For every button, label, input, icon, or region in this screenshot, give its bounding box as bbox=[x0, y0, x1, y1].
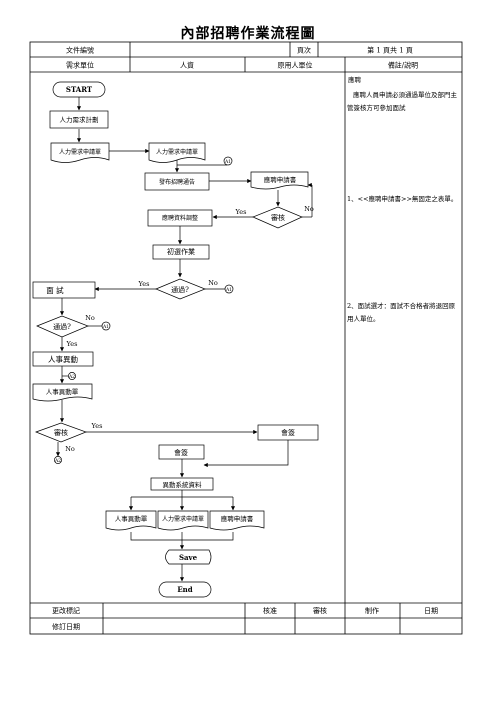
countersign-1-label: 會簽 bbox=[281, 428, 295, 437]
passed-1-label: 通過? bbox=[171, 285, 189, 294]
passed-2-no: No bbox=[85, 314, 95, 322]
interview-node bbox=[32, 281, 96, 299]
review-2-no: No bbox=[65, 445, 75, 453]
adjust-node bbox=[147, 209, 213, 227]
form-header: 文件編號 頁次 第 1 頁共 1 頁 需求單位 人資 原用人單位 備註/說明 bbox=[66, 46, 418, 70]
connector-a1-right-label: A1 bbox=[225, 287, 232, 293]
form-grid bbox=[29, 41, 463, 635]
doc-no-label: 文件編號 bbox=[66, 46, 94, 55]
review-1-yes: Yes bbox=[235, 208, 247, 216]
req-form-2-node bbox=[148, 142, 206, 163]
flow-connectors bbox=[55, 97, 313, 582]
publish-label: 發布招聘通告 bbox=[159, 178, 195, 186]
transfer-form-label: 人事異動單 bbox=[46, 387, 79, 396]
transfer-node bbox=[32, 351, 94, 367]
req-form-1-node bbox=[50, 142, 110, 163]
update-node bbox=[150, 477, 214, 491]
note-4: 2、面試選才：面試不合格者將退回原用人單位。 bbox=[347, 302, 456, 323]
application-label: 應聘申請書 bbox=[264, 175, 297, 184]
save-label: Save bbox=[179, 553, 198, 562]
out-transfer-node bbox=[105, 510, 157, 531]
revise-label: 修訂日期 bbox=[52, 622, 80, 631]
passed-1-no: No bbox=[208, 279, 218, 287]
out-req-node bbox=[157, 510, 209, 531]
interview-label: 面 試 bbox=[46, 285, 64, 295]
note-1: 應聘 bbox=[348, 75, 362, 84]
connector-a2-bottom-label: A2 bbox=[54, 458, 61, 464]
publish-node bbox=[144, 172, 210, 191]
review-1-no: No bbox=[304, 205, 314, 213]
column-hr: 人資 bbox=[180, 61, 194, 70]
passed-1-decision bbox=[155, 278, 206, 300]
screening-label: 初選作業 bbox=[167, 247, 195, 256]
page-label: 頁次 bbox=[297, 46, 311, 55]
flow-shapes bbox=[32, 81, 319, 598]
passed-2-label: 通過? bbox=[53, 322, 71, 331]
plan-label: 人力需求計劃 bbox=[60, 115, 99, 124]
change-label: 更改標記 bbox=[52, 606, 80, 615]
review-2-label: 審核 bbox=[54, 428, 68, 437]
req-form-2-label: 人力需求申請單 bbox=[156, 148, 198, 156]
connector-a1-right bbox=[224, 284, 234, 294]
passed-2-yes: Yes bbox=[66, 340, 78, 348]
connector-a2-mid bbox=[68, 372, 76, 380]
connector-a1-left-label: A1 bbox=[102, 324, 109, 330]
transfer-form-node bbox=[32, 383, 93, 402]
passed-2-decision bbox=[36, 315, 89, 338]
approve-label: 核准 bbox=[263, 606, 277, 615]
screening-node bbox=[152, 244, 210, 260]
connector-a1-left bbox=[101, 321, 111, 331]
transfer-label: 人事異動 bbox=[48, 354, 78, 364]
save-store bbox=[165, 549, 212, 565]
req-form-1-label: 人力需求申請單 bbox=[59, 148, 101, 156]
end-terminal bbox=[158, 581, 212, 598]
out-transfer-label: 人事異動單 bbox=[115, 514, 148, 523]
form-footer: 更改標記 修訂日期 核准 審核 制作 日期 bbox=[52, 606, 438, 631]
review-1-label: 審核 bbox=[271, 213, 285, 222]
column-remarks: 備註/說明 bbox=[388, 61, 418, 70]
note-2: 應聘人員申請必須通過單位及部門主管簽核方可參加面試 bbox=[347, 91, 457, 112]
application-node bbox=[250, 171, 309, 190]
out-app-node bbox=[209, 510, 265, 531]
countersign-2-label: 會簽 bbox=[174, 448, 188, 457]
page-value: 第 1 頁共 1 頁 bbox=[367, 46, 413, 55]
countersign-2-node bbox=[158, 444, 205, 460]
review-1-decision bbox=[252, 206, 303, 229]
make-label: 制作 bbox=[365, 606, 379, 615]
connector-a1-top bbox=[223, 156, 233, 166]
start-terminal bbox=[52, 81, 106, 98]
note-3: 1、<<應聘申請書>>無固定之表單。 bbox=[347, 195, 458, 203]
date-label: 日期 bbox=[424, 607, 438, 615]
start-label: START bbox=[66, 85, 93, 94]
out-app-label: 應聘申請書 bbox=[221, 514, 254, 523]
column-requesting-unit: 需求單位 bbox=[66, 61, 94, 70]
adjust-label: 應聘資料調整 bbox=[162, 214, 198, 222]
page-title: 內部招聘作業流程圖 bbox=[180, 26, 316, 42]
flow-labels: START 人力需求計劃 人力需求申請單 人力需求申請單 A1 發布招聘通告 應… bbox=[46, 85, 314, 594]
connector-a2-bottom bbox=[54, 456, 62, 464]
column-original-unit: 原用人單位 bbox=[278, 61, 313, 70]
connector-a1-top-label: A1 bbox=[224, 159, 231, 165]
update-label: 異動系統資料 bbox=[163, 480, 203, 489]
countersign-1-node bbox=[257, 424, 319, 441]
remarks: 應聘 應聘人員申請必須通過單位及部門主管簽核方可參加面試 1、<<應聘申請書>>… bbox=[347, 75, 458, 323]
review-2-yes: Yes bbox=[91, 422, 103, 430]
passed-1-yes: Yes bbox=[138, 280, 150, 288]
connector-a2-mid-label: A2 bbox=[68, 374, 75, 380]
out-req-label: 人力需求申請單 bbox=[162, 515, 204, 523]
review-2-decision bbox=[35, 422, 87, 443]
check-label: 審核 bbox=[313, 606, 327, 615]
plan-node bbox=[49, 110, 109, 129]
end-label: End bbox=[177, 585, 192, 594]
